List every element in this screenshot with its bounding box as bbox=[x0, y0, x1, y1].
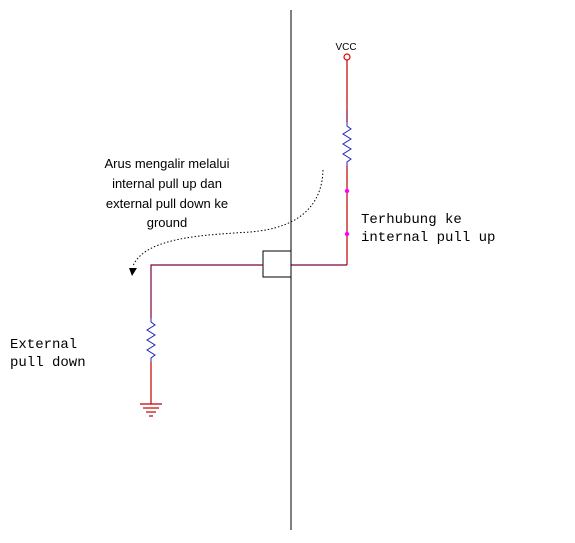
vcc-terminal bbox=[343, 53, 351, 61]
vcc-label: VCC bbox=[335, 42, 356, 53]
external-pulldown-label-line2: pull down bbox=[10, 355, 86, 371]
current-note-line4: ground bbox=[147, 215, 187, 230]
junction-dot-upper bbox=[344, 188, 350, 194]
junction-dot-lower bbox=[344, 231, 350, 237]
external-pulldown-label-line1: External bbox=[10, 337, 77, 353]
current-note-line3: external pull down ke bbox=[106, 196, 228, 211]
current-flow-arrow bbox=[132, 169, 324, 267]
internal-pullup-label-line2: internal pull up bbox=[361, 230, 495, 246]
internal-pullup-label-line1: Terhubung ke bbox=[361, 212, 462, 228]
arrowhead-icon bbox=[129, 268, 137, 276]
pin-box bbox=[262, 250, 292, 278]
external-pulldown-resistor bbox=[146, 318, 156, 362]
current-note-line2: internal pull up dan bbox=[112, 176, 222, 191]
external-wire bbox=[150, 264, 263, 318]
ground-icon bbox=[140, 403, 162, 417]
current-note-line1: Arus mengalir melalui bbox=[105, 156, 230, 171]
internal-pullup-resistor bbox=[342, 122, 352, 166]
